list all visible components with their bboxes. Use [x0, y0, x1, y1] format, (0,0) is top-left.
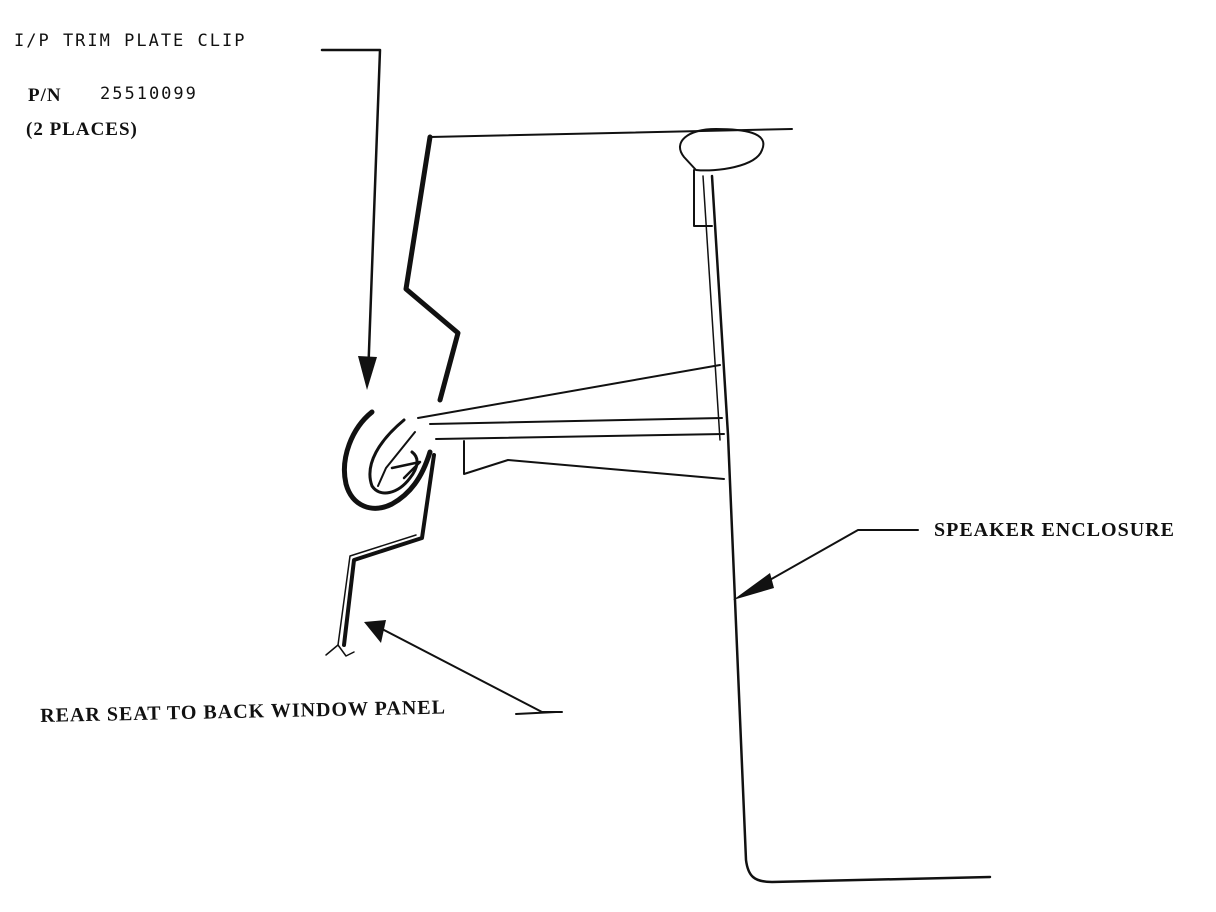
clip-inner-body	[368, 418, 419, 495]
speaker-arrowhead	[733, 573, 774, 600]
bracket-lower-edge	[435, 433, 725, 440]
panel-edge-secondary	[337, 534, 417, 646]
part-number-label: 25510099	[100, 84, 198, 104]
bracket	[377, 364, 725, 487]
panel-arrowhead	[364, 620, 386, 643]
speaker-leader	[733, 529, 919, 600]
panel-foot	[325, 644, 355, 657]
panel-leader	[364, 620, 563, 715]
panel-label-dash	[515, 711, 557, 715]
trim-plate-front-edge	[403, 134, 461, 403]
bracket-middle-edge	[429, 417, 723, 425]
quantity-label: (2 PLACES)	[26, 119, 138, 140]
rear-window-panel	[325, 453, 436, 657]
speaker-leader-line	[751, 529, 919, 591]
clip-title-label: I/P TRIM PLATE CLIP	[14, 31, 247, 51]
trim-plate-clip	[341, 409, 433, 511]
enclosure-outer-line	[710, 174, 992, 884]
speaker-enclosure-wall	[702, 174, 992, 884]
clip-outer-body	[341, 409, 433, 511]
clip-barb	[390, 460, 422, 480]
clip-leader	[320, 48, 382, 390]
enclosure-inner-line	[702, 175, 721, 441]
panel-edge-primary	[342, 453, 436, 647]
clip-arrowhead	[358, 356, 377, 390]
mount-boss	[678, 128, 765, 172]
part-prefix-label: P/N	[28, 85, 62, 106]
bracket-hook-line	[377, 431, 416, 487]
bracket-tab	[463, 440, 725, 480]
speaker-enclosure-label: SPEAKER ENCLOSURE	[934, 519, 1175, 541]
clip-leader-line	[320, 48, 382, 380]
bracket-upper-edge	[417, 364, 721, 419]
trim-plate	[403, 128, 793, 403]
